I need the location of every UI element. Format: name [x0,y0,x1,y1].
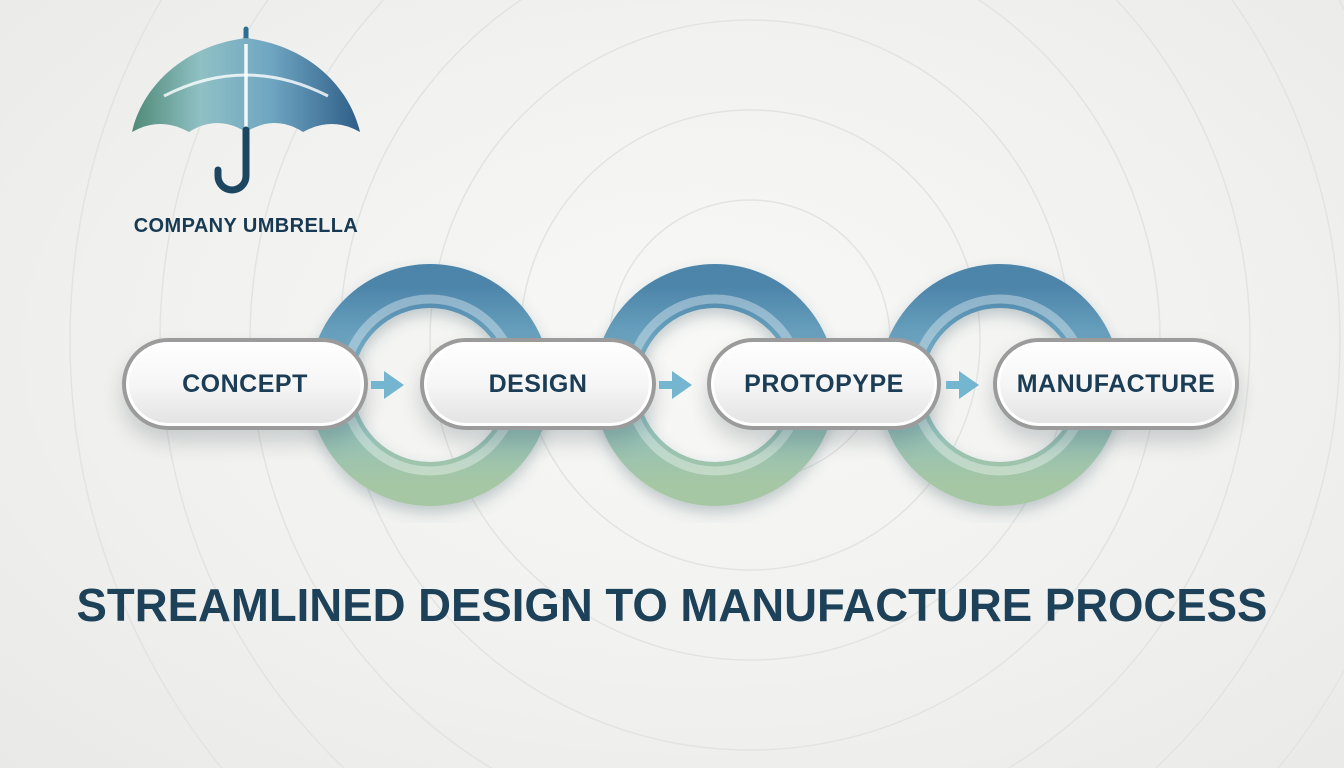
company-name: COMPANY UMBRELLA [133,215,359,237]
process-step-label: MANUFACTURE [1016,369,1216,398]
process-step-manufacture: MANUFACTURE [993,338,1239,430]
arrow-icon [946,371,979,399]
process-step-label: DESIGN [488,369,588,398]
arrow-icon [371,371,404,399]
main-title: STREAMLINED DESIGN TO MANUFACTURE PROCES… [76,579,1268,631]
process-step-design: DESIGN [420,338,656,430]
process-step-label: PROTOPYPE [744,369,904,398]
umbrella-icon [132,26,360,194]
company-logo: COMPANY UMBRELLA [112,26,380,238]
process-step-label: CONCEPT [182,369,308,398]
arrow-icon [659,371,692,399]
process-step-concept: CONCEPT [122,338,368,430]
process-step-protopype: PROTOPYPE [707,338,941,430]
